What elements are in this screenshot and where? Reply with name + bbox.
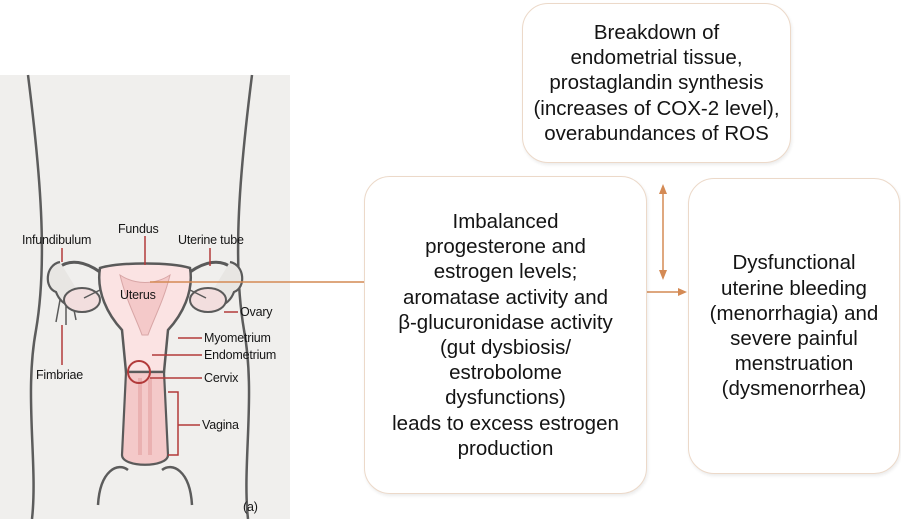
label-cervix: Cervix — [204, 371, 239, 385]
hormone-imbalance-box: Imbalanced progesterone and estrogen lev… — [364, 176, 647, 494]
label-uterus: Uterus — [120, 288, 156, 302]
label-fimbriae: Fimbriae — [36, 368, 84, 382]
dysfunctional-bleeding-box-text: Dysfunctional uterine bleeding (menorrha… — [709, 251, 879, 401]
label-endometrium: Endometrium — [204, 348, 277, 362]
prostaglandin-box-text: Breakdown of endometrial tissue, prostag… — [533, 20, 780, 145]
panel-label: (a) — [243, 500, 258, 514]
vagina-shape — [120, 370, 170, 466]
hormone-imbalance-box-text: Imbalanced progesterone and estrogen lev… — [392, 209, 619, 460]
label-infundibulum: Infundibulum — [22, 233, 92, 247]
label-fundus: Fundus — [118, 222, 159, 236]
label-ovary: Ovary — [240, 305, 273, 319]
label-myometrium: Myometrium — [204, 331, 271, 345]
label-vagina: Vagina — [202, 418, 239, 432]
dysfunctional-bleeding-box: Dysfunctional uterine bleeding (menorrha… — [688, 178, 900, 474]
label-uterine-tube: Uterine tube — [178, 233, 244, 247]
prostaglandin-box: Breakdown of endometrial tissue, prostag… — [522, 3, 791, 163]
